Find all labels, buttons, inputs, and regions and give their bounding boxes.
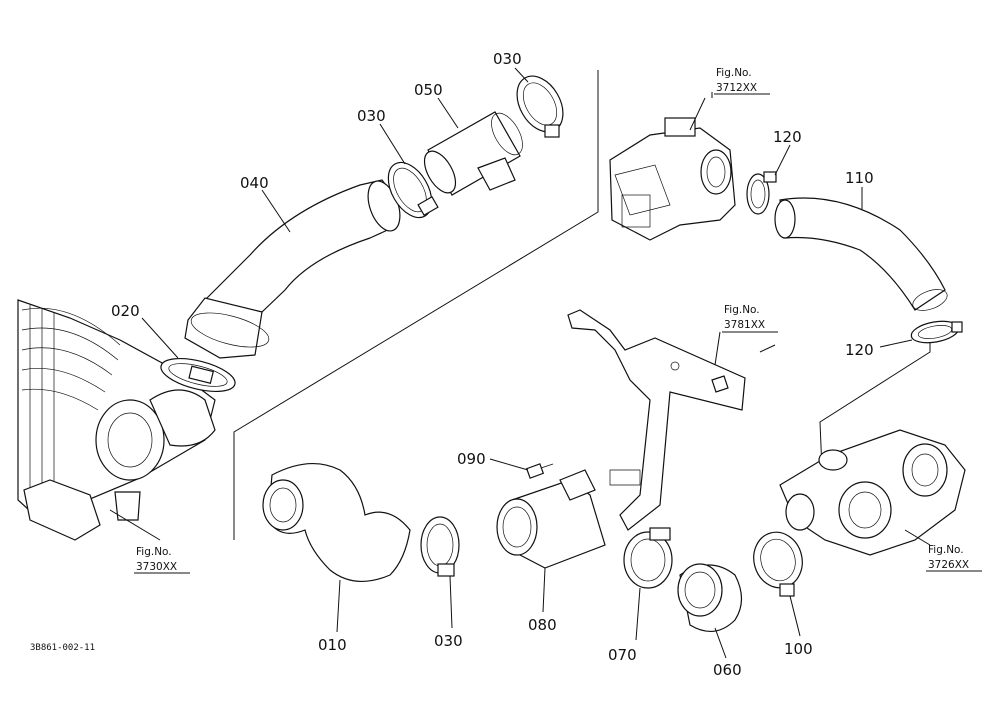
svg-text:Fig.No.: Fig.No. [716,67,752,79]
label-100: 090 [457,450,486,468]
svg-text:3781XX: 3781XX [724,319,765,331]
part-040-hose [184,179,401,359]
svg-text:3726XX: 3726XX [928,559,969,571]
throttle-body-3712 [609,117,736,241]
label-030-upper: 030 [357,107,386,125]
part-030-clamp-top [516,75,564,138]
part-120-clamp-upper [746,171,777,215]
label-120-upper: 120 [773,128,802,146]
bracket-3781 [567,309,746,531]
part-090-clamp [753,531,803,597]
diagram-code: 3B861-002-11 [30,643,95,653]
label-030-top: 030 [493,50,522,68]
part-110-hose [774,197,948,311]
part-020-clamp [160,357,236,393]
label-110: 110 [845,169,874,187]
air-cleaner-assembly [17,299,216,541]
leader-lines [109,67,931,659]
fig-ref-3781: Fig.No. 3781XX [722,304,778,333]
svg-text:Fig.No.: Fig.No. [928,544,964,556]
part-080-pipe [496,469,606,569]
fig-ref-3730: Fig.No. 3730XX [134,546,190,574]
fig-ref-3726: Fig.No. 3726XX [926,544,982,572]
part-120-clamp-lower [910,320,963,344]
part-060-elbow [677,563,743,632]
label-060: 060 [713,661,742,679]
part-100-bolt [525,463,554,479]
label-020: 020 [111,302,140,320]
svg-text:Fig.No.: Fig.No. [136,546,172,558]
label-010: 010 [318,636,347,654]
part-030-clamp-upper [387,161,439,219]
fig-ref-3712: Fig.No. 3712XX [714,67,770,95]
label-070: 070 [608,646,637,664]
label-090: 100 [784,640,813,658]
part-070-clamp [623,527,673,589]
part-050-pipe [423,111,523,196]
label-030-lower: 030 [434,632,463,650]
part-010-hose [262,462,411,583]
svg-text:Fig.No.: Fig.No. [724,304,760,316]
label-080: 080 [528,616,557,634]
svg-text:3712XX: 3712XX [716,82,757,94]
grouping-frame-lines [233,70,931,540]
label-050: 050 [414,81,443,99]
turbocharger-3726 [779,429,966,556]
part-030-clamp-lower [420,516,460,577]
part-labels: 040 020 030 050 030 120 110 120 090 010 … [111,50,874,679]
svg-text:3730XX: 3730XX [136,561,177,573]
figure-references: Fig.No. 3712XX Fig.No. 3781XX Fig.No. 37… [134,67,982,574]
label-120-lower: 120 [845,341,874,359]
label-040: 040 [240,174,269,192]
